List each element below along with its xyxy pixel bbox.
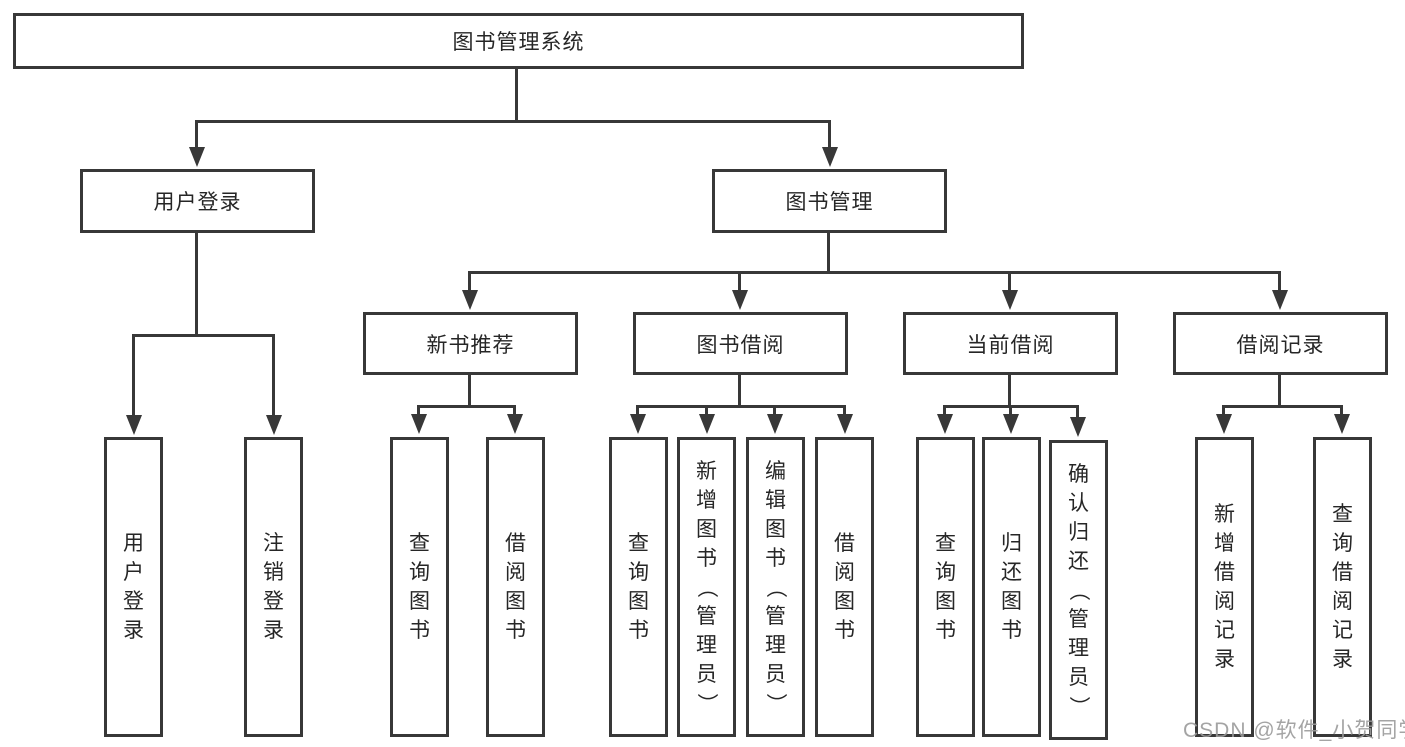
connector-level2-rail: [195, 120, 831, 123]
node-label: 归还图书: [1001, 532, 1022, 642]
connector-stem-new-book: [468, 271, 471, 292]
node-book-management: 图书管理: [712, 169, 947, 233]
node-current-borrowing: 当前借阅: [903, 312, 1118, 375]
connector-book-management-trunk: [827, 233, 830, 271]
node-new-book-recommendation: 新书推荐: [363, 312, 578, 375]
connector-level3-rail: [468, 271, 1281, 274]
connector-stem: [1222, 405, 1225, 416]
node-label: 借阅图书: [505, 532, 526, 642]
node-label: 注销登录: [263, 532, 284, 642]
connector-stem: [636, 405, 639, 416]
connector-stem: [943, 405, 946, 416]
node-label: 图书借阅: [696, 333, 785, 357]
node-label: 查询图书: [935, 532, 956, 642]
connector-book-borrow-trunk: [738, 375, 741, 405]
arrow-down-icon: [699, 414, 715, 434]
connector-stem-leaf-logout: [272, 334, 275, 416]
connector-stem: [705, 405, 708, 416]
arrow-down-icon: [822, 147, 838, 167]
arrow-down-icon: [1003, 414, 1019, 434]
leaf-borrow-add-books-admin: 新增图书（管理员）: [677, 437, 736, 737]
arrow-down-icon: [630, 414, 646, 434]
leaf-current-confirm-return-admin: 确认归还（管理员）: [1049, 440, 1108, 740]
connector-stem: [1009, 405, 1012, 416]
connector-stem: [417, 405, 420, 416]
leaf-current-return-books: 归还图书: [982, 437, 1041, 737]
node-label: 借阅记录: [1236, 333, 1325, 357]
node-label: 确认归还（管理员）: [1067, 462, 1090, 717]
leaf-borrow-query-books: 查询图书: [609, 437, 668, 737]
leaf-newbook-query-books: 查询图书: [390, 437, 449, 737]
arrow-down-icon: [266, 415, 282, 435]
connector-stem-book-borrow: [738, 271, 741, 292]
leaf-records-add-borrow-record: 新增借阅记录: [1195, 437, 1254, 737]
connector-new-book-trunk: [468, 375, 471, 405]
node-label: 查询图书: [409, 532, 430, 642]
arrow-down-icon: [1070, 417, 1086, 437]
arrow-down-icon: [411, 414, 427, 434]
connector-stem: [843, 405, 846, 416]
leaf-borrow-edit-books-admin: 编辑图书（管理员）: [746, 437, 805, 737]
connector-stem-user-login: [195, 120, 198, 150]
connector-stem: [1340, 405, 1343, 416]
arrow-down-icon: [837, 414, 853, 434]
node-user-login: 用户登录: [80, 169, 315, 233]
arrow-down-icon: [937, 414, 953, 434]
node-label: 编辑图书（管理员）: [764, 459, 787, 714]
leaf-borrow-borrow-books: 借阅图书: [815, 437, 874, 737]
arrow-down-icon: [1216, 414, 1232, 434]
connector-user-login-rail: [132, 334, 275, 337]
connector-borrow-records-trunk: [1278, 375, 1281, 405]
connector-stem: [1076, 405, 1079, 419]
leaf-newbook-borrow-books: 借阅图书: [486, 437, 545, 737]
connector-current-borrow-trunk: [1008, 375, 1011, 405]
leaf-current-query-books: 查询图书: [916, 437, 975, 737]
node-borrowing-records: 借阅记录: [1173, 312, 1388, 375]
connector-root-trunk: [515, 69, 518, 120]
node-label: 用户登录: [153, 191, 242, 214]
node-label: 查询借阅记录: [1332, 503, 1353, 671]
arrow-down-icon: [189, 147, 205, 167]
node-label: 当前借阅: [966, 333, 1055, 357]
node-library-management-system: 图书管理系统: [13, 13, 1024, 69]
arrow-down-icon: [507, 414, 523, 434]
node-label: 图书管理系统: [452, 31, 585, 54]
arrow-down-icon: [462, 290, 478, 310]
node-label: 查询图书: [628, 532, 649, 642]
arrow-down-icon: [1334, 414, 1350, 434]
node-label: 新增借阅记录: [1214, 503, 1235, 671]
connector-stem-current-borrow: [1008, 271, 1011, 292]
arrow-down-icon: [767, 414, 783, 434]
arrow-down-icon: [1272, 290, 1288, 310]
node-label: 用户登录: [123, 532, 144, 642]
node-book-borrowing: 图书借阅: [633, 312, 848, 375]
leaf-logout-login: 注销登录: [244, 437, 303, 737]
connector-stem-book-management: [828, 120, 831, 150]
node-label: 借阅图书: [834, 532, 855, 642]
node-label: 图书管理: [785, 191, 874, 214]
leaf-user-login: 用户登录: [104, 437, 163, 737]
connector-stem-leaf-user-login: [132, 334, 135, 416]
arrow-down-icon: [732, 290, 748, 310]
connector-stem: [773, 405, 776, 416]
arrow-down-icon: [1002, 290, 1018, 310]
node-label: 新增图书（管理员）: [695, 459, 718, 714]
connector-user-login-trunk: [195, 233, 198, 334]
node-label: 新书推荐: [426, 333, 515, 357]
connector-book-borrow-rail: [636, 405, 846, 408]
connector-new-book-rail: [417, 405, 516, 408]
connector-stem: [513, 405, 516, 416]
connector-borrow-records-rail: [1222, 405, 1343, 408]
leaf-records-query-borrow-record: 查询借阅记录: [1313, 437, 1372, 737]
connector-stem-borrow-records: [1278, 271, 1281, 292]
csdn-watermark: CSDN @软件_小贺同学: [1183, 719, 1405, 742]
arrow-down-icon: [126, 415, 142, 435]
